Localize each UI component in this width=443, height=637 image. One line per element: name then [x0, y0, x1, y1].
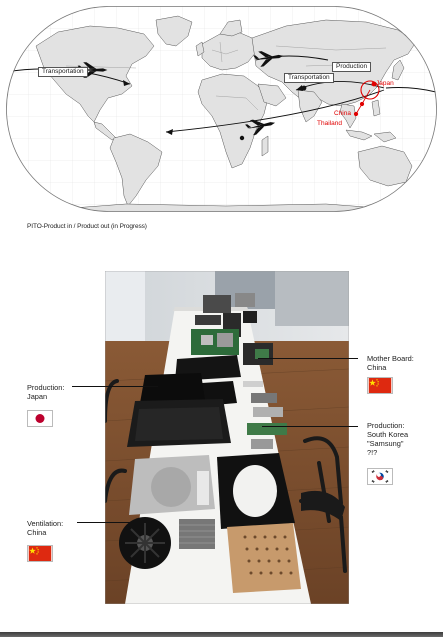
- annotation-ventilation: Ventilation: China: [27, 519, 63, 537]
- teardown-photo-graphic: [105, 271, 349, 604]
- location-dot-icon: [353, 111, 359, 117]
- location-dot-icon: [239, 135, 245, 141]
- annotation-production-korea-line3: "Samsung": [367, 439, 404, 448]
- highlight-circle: [360, 80, 380, 100]
- map-label-production: Production: [332, 62, 372, 72]
- leader-line-mother-board: [258, 358, 358, 359]
- city-label-thailand: Thailand: [317, 120, 342, 127]
- annotation-production-korea: Production: South Korea "Samsung" ?!?: [367, 421, 408, 457]
- airplane-icon: [253, 51, 284, 67]
- japan-flag-icon: [27, 410, 53, 427]
- china-flag-icon: [27, 545, 53, 562]
- leader-line-production-japan: [72, 386, 158, 387]
- airplane-icon: [245, 119, 276, 136]
- annotation-mother-board-line1: Mother Board:: [367, 354, 414, 363]
- annotation-production-japan: Production: Japan: [27, 383, 64, 401]
- city-label-china: China: [334, 110, 351, 117]
- world-map: Transportation Transportation Production…: [6, 6, 437, 212]
- map-label-transportation-east: Transportation: [284, 73, 334, 83]
- annotation-mother-board-line2: China: [367, 363, 387, 372]
- map-caption: PITO-Product in / Product out (in Progre…: [27, 223, 147, 230]
- annotation-production-korea-line2: South Korea: [367, 430, 409, 439]
- annotation-production-japan-line2: Japan: [27, 392, 48, 401]
- leader-line-ventilation: [77, 522, 141, 523]
- location-dot-icon: [371, 81, 377, 87]
- annotation-mother-board: Mother Board: China: [367, 354, 414, 372]
- leader-line-production-korea: [262, 426, 358, 427]
- city-label-japan: Japan: [376, 80, 394, 87]
- south-korea-flag-icon: [367, 468, 393, 485]
- map-label-transportation-west: Transportation: [38, 67, 88, 77]
- location-dot-icon: [301, 85, 307, 91]
- annotation-ventilation-line1: Ventilation:: [27, 519, 64, 528]
- annotation-production-korea-line1: Production:: [367, 421, 405, 430]
- annotation-production-japan-line1: Production:: [27, 383, 65, 392]
- annotation-production-korea-line4: ?!?: [367, 448, 378, 457]
- world-map-graphic: [6, 6, 437, 212]
- page-edge: [0, 632, 443, 637]
- location-dot-icon: [359, 101, 365, 107]
- china-flag-icon: [367, 377, 393, 394]
- teardown-photo: [105, 271, 349, 604]
- annotation-ventilation-line2: China: [27, 528, 47, 537]
- airplane-icon: [77, 62, 108, 78]
